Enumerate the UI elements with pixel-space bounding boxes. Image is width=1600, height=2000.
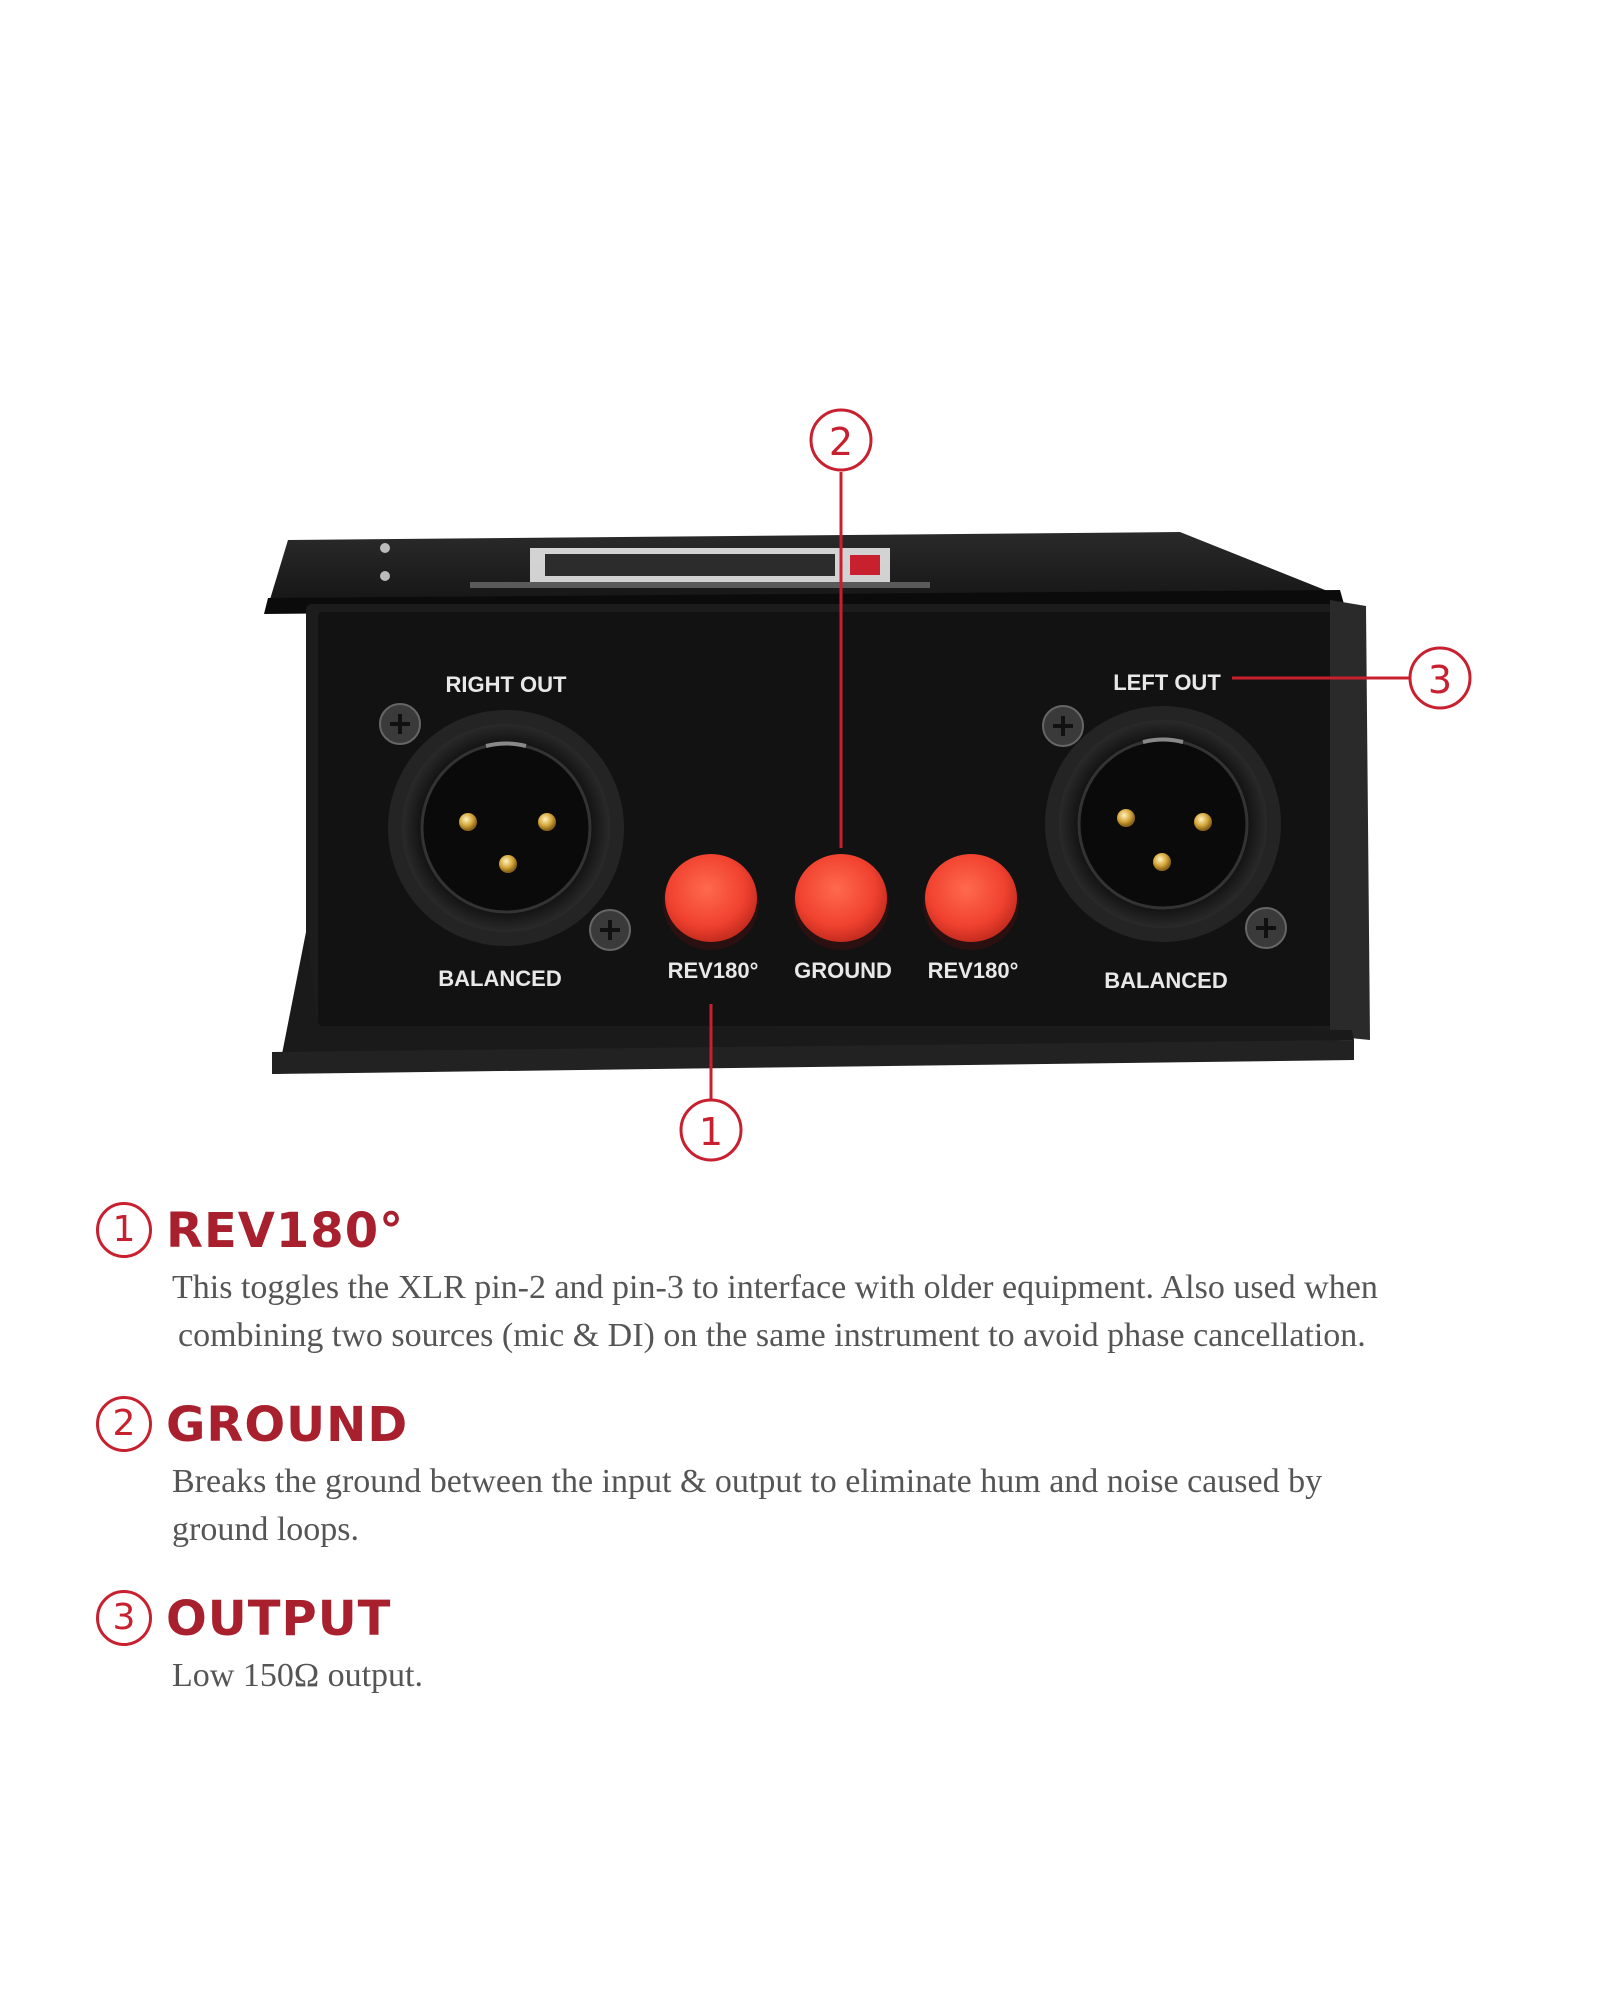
- screw-icon: [379, 703, 421, 745]
- description-line: combining two sources (mic & DI) on the …: [178, 1317, 1366, 1354]
- mounting-screws: [379, 703, 1287, 951]
- xlr-right-output-jack[interactable]: [388, 710, 624, 946]
- number-badge-2: 2: [96, 1396, 152, 1452]
- feature-rev180: 1 REV180° This toggles the XLR pin-2 and…: [96, 1200, 1556, 1354]
- ground-lift-button[interactable]: [793, 854, 889, 950]
- rev180-button-left-channel[interactable]: [923, 854, 1019, 950]
- ground-label: GROUND: [794, 958, 892, 983]
- balanced-label-left-out: BALANCED: [1104, 968, 1227, 993]
- callout-number-3: 3: [1428, 658, 1452, 702]
- number-badge-1: 1: [96, 1202, 152, 1258]
- balanced-label-right-out: BALANCED: [438, 966, 561, 991]
- description-line: Low 150Ω output.: [172, 1657, 423, 1694]
- rev180-label-2: REV180°: [928, 958, 1019, 983]
- callout-badge-1: 1: [679, 1098, 743, 1162]
- description-line: Breaks the ground between the input & ou…: [172, 1463, 1323, 1500]
- feature-heading: 3 OUTPUT: [96, 1588, 1556, 1660]
- number-badge-3: 3: [96, 1590, 152, 1646]
- description-line: ground loops.: [172, 1511, 359, 1548]
- feature-heading: 1 REV180°: [96, 1200, 1556, 1272]
- rev180-label-1: REV180°: [668, 958, 759, 983]
- right-out-label: RIGHT OUT: [446, 672, 568, 697]
- device-photo: RIGHT OUT LEFT OUT BALANCED BALANCED REV…: [264, 408, 1472, 1162]
- feature-title-output: OUTPUT: [166, 1591, 392, 1647]
- callout-number-1: 1: [699, 1110, 723, 1154]
- screw-icon: [1042, 705, 1084, 747]
- callout-badge-3: 3: [1408, 646, 1472, 710]
- feature-title-rev180: REV180°: [166, 1203, 405, 1259]
- callout-number-2: 2: [829, 420, 853, 464]
- feature-ground: 2 GROUND Breaks the ground between the i…: [96, 1394, 1556, 1548]
- callout-badge-2: 2: [809, 408, 873, 472]
- feature-description-rev180: This toggles the XLR pin-2 and pin-3 to …: [172, 1264, 1552, 1360]
- feature-output: 3 OUTPUT Low 150Ω output.: [96, 1588, 1556, 1694]
- xlr-left-output-jack[interactable]: [1045, 706, 1281, 942]
- left-out-label: LEFT OUT: [1113, 670, 1221, 695]
- feature-description-output: Low 150Ω output.: [172, 1652, 1552, 1700]
- screw-icon: [1245, 907, 1287, 949]
- callout-lines: [709, 472, 1412, 1100]
- description-line: This toggles the XLR pin-2 and pin-3 to …: [172, 1269, 1378, 1306]
- feature-heading: 2 GROUND: [96, 1394, 1556, 1466]
- feature-title-ground: GROUND: [166, 1397, 409, 1453]
- screw-icon: [589, 909, 631, 951]
- feature-description-ground: Breaks the ground between the input & ou…: [172, 1458, 1552, 1554]
- rev180-button-right-channel[interactable]: [663, 854, 759, 950]
